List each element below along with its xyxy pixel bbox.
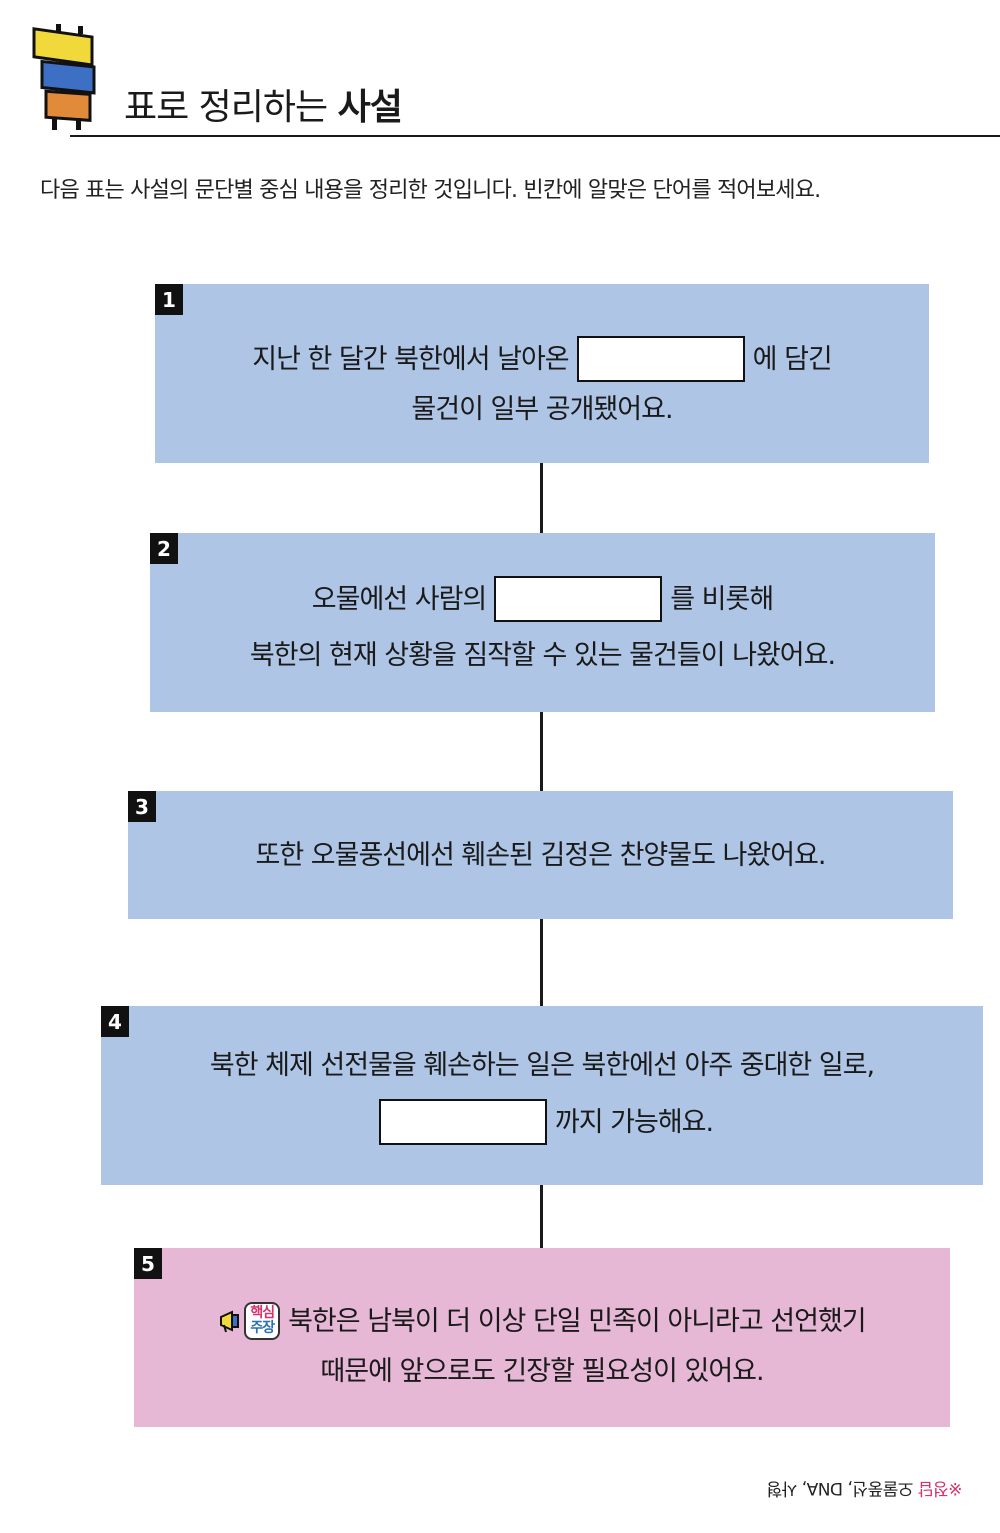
box-number: 2 <box>150 533 178 564</box>
box-text: 에 담긴 <box>752 343 833 375</box>
box-number: 5 <box>134 1248 162 1279</box>
summary-box-5: 5 핵심 주장 북한은 남북이 더 이상 단일 민족이 아니라고 선언했기 때문… <box>134 1248 950 1427</box>
box-text: 까지 가능해요. <box>554 1106 714 1138</box>
box-line: 핵심 주장 북한은 남북이 더 이상 단일 민족이 아니라고 선언했기 <box>218 1301 867 1341</box>
box-text: 오물에선 사람의 <box>311 583 487 615</box>
key-claim-badge: 핵심 주장 <box>218 1301 281 1341</box>
connector-1-2 <box>540 463 543 533</box>
box-number: 3 <box>128 791 156 822</box>
box-line: 물건이 일부 공개됐어요. <box>411 394 673 425</box>
stacked-blocks-logo-icon <box>32 24 96 130</box>
box-number: 1 <box>155 284 183 315</box>
megaphone-icon <box>220 1310 240 1333</box>
answer-text: 오물풍선, DNA, 사형 <box>766 1478 914 1498</box>
box-line: 북한 체제 선전물을 훼손하는 일은 북한에선 아주 중대한 일로, <box>209 1050 875 1081</box>
connector-3-4 <box>540 919 543 1006</box>
box-line: 까지 가능해요. <box>371 1099 714 1145</box>
summary-box-4: 4 북한 체제 선전물을 훼손하는 일은 북한에선 아주 중대한 일로, 까지 … <box>101 1006 983 1185</box>
box-line: 오물에선 사람의 를 비롯해 <box>311 576 774 622</box>
summary-box-1: 1 지난 한 달간 북한에서 날아온 에 담긴 물건이 일부 공개됐어요. <box>155 284 929 463</box>
answer-blank-1[interactable] <box>576 336 745 382</box>
box-text: 지난 한 달간 북한에서 날아온 <box>252 343 569 375</box>
box-line: 때문에 앞으로도 긴장할 필요성이 있어요. <box>320 1356 764 1388</box>
badge-top: 핵심 <box>250 1304 275 1321</box>
answer-blank-2[interactable] <box>494 576 663 622</box>
badge-bottom: 주장 <box>250 1320 275 1336</box>
box-line: 북한의 현재 상황을 짐작할 수 있는 물건들이 나왔어요. <box>249 640 836 671</box>
instruction-text: 다음 표는 사설의 문단별 중심 내용을 정리한 것입니다. 빈칸에 알맞은 단… <box>40 178 821 203</box>
page-title: 표로 정리하는 사설 <box>124 78 403 130</box>
box-text: 를 비롯해 <box>670 583 774 615</box>
box-text: 북한은 남북이 더 이상 단일 민족이 아니라고 선언했기 <box>288 1305 867 1337</box>
box-line: 또한 오물풍선에선 훼손된 김정은 찬양물도 나왔어요. <box>255 839 827 871</box>
summary-box-2: 2 오물에선 사람의 를 비롯해 북한의 현재 상황을 짐작할 수 있는 물건들… <box>150 533 935 712</box>
answer-blank-3[interactable] <box>378 1099 547 1145</box>
title-bold: 사설 <box>337 87 403 128</box>
box-number: 4 <box>101 1006 129 1037</box>
answer-note: ※정답 오물풍선, DNA, 사형 <box>767 1478 962 1503</box>
box-line: 지난 한 달간 북한에서 날아온 에 담긴 <box>252 336 833 382</box>
title-prefix: 표로 정리하는 <box>124 87 328 128</box>
badge-label: 핵심 주장 <box>244 1301 281 1341</box>
connector-4-5 <box>540 1185 543 1248</box>
connector-2-3 <box>540 712 543 791</box>
answer-mark: ※정답 <box>917 1478 962 1498</box>
summary-box-3: 3 또한 오물풍선에선 훼손된 김정은 찬양물도 나왔어요. <box>128 791 953 919</box>
title-divider <box>70 135 1000 137</box>
